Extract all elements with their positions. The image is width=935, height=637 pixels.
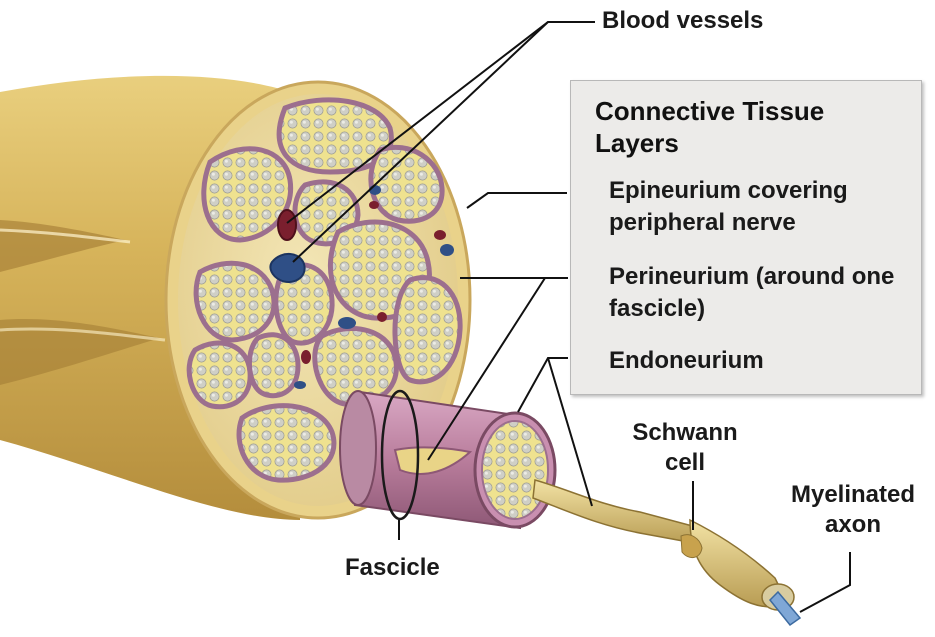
fascicle: [239, 406, 334, 480]
label-myelinated-axon: Myelinated axon: [778, 480, 928, 540]
legend-title: Connective Tissue Layers: [595, 95, 915, 159]
fascicle: [196, 263, 274, 340]
label-blood-vessels: Blood vessels: [602, 6, 763, 36]
legend-item-endoneurium: Endoneurium: [609, 345, 919, 377]
fascicle: [249, 335, 298, 396]
extracted-fascicle: [340, 391, 555, 528]
myelinated-axon-drawing: [533, 480, 800, 625]
fascicle: [189, 343, 250, 407]
label-fascicle: Fascicle: [345, 553, 440, 583]
legend-item-epineurium: Epineurium covering peripheral nerve: [609, 175, 919, 239]
label-schwann-cell: Schwann cell: [630, 418, 740, 478]
legend-item-perineurium: Perineurium (around one fascicle): [609, 261, 919, 325]
legend-box: Connective Tissue Layers Epineurium cove…: [570, 80, 922, 395]
fascicle: [395, 278, 460, 382]
